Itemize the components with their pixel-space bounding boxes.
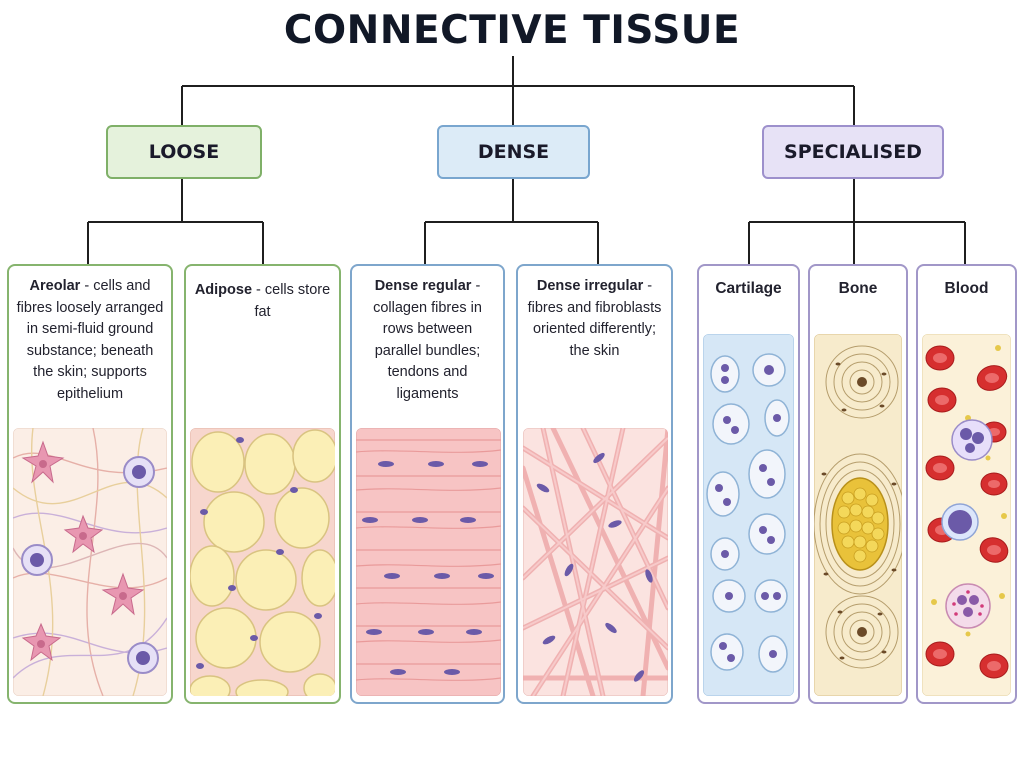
bone-illustration bbox=[814, 334, 902, 696]
blood-name: Blood bbox=[944, 280, 989, 297]
cartilage-name: Cartilage bbox=[715, 280, 782, 297]
blood-illustration bbox=[922, 334, 1011, 696]
category-loose: LOOSE bbox=[106, 125, 262, 179]
areolar-illustration bbox=[13, 428, 167, 696]
dense-branch bbox=[424, 179, 599, 264]
category-dense: DENSE bbox=[437, 125, 590, 179]
cartilage-illustration bbox=[703, 334, 794, 696]
dense-irregular-text: - fibres and fibroblasts oriented differ… bbox=[527, 278, 662, 359]
card-adipose: Adipose - cells store fat bbox=[184, 264, 341, 704]
dense-irregular-illustration bbox=[523, 428, 668, 696]
card-dense-regular: Dense regular - collagen fibres in rows … bbox=[350, 264, 505, 704]
card-cartilage: Cartilage bbox=[697, 264, 800, 704]
adipose-description: Adipose - cells store fat bbox=[192, 280, 333, 323]
card-dense-irregular: Dense irregular - fibres and fibroblasts… bbox=[516, 264, 673, 704]
loose-branch bbox=[87, 179, 264, 264]
adipose-name: Adipose bbox=[194, 282, 253, 298]
dense-irregular-description: Dense irregular - fibres and fibroblasts… bbox=[524, 276, 665, 362]
dense-regular-description: Dense regular - collagen fibres in rows … bbox=[358, 276, 497, 405]
adipose-illustration bbox=[190, 428, 335, 696]
adipose-text: - cells store fat bbox=[252, 282, 331, 320]
diagram-title: CONNECTIVE TISSUE bbox=[283, 8, 741, 53]
card-blood: Blood bbox=[916, 264, 1017, 704]
dense-regular-illustration bbox=[356, 428, 501, 696]
category-specialised: SPECIALISED bbox=[762, 125, 944, 179]
areolar-description: Areolar - cells and fibres loosely arran… bbox=[15, 276, 165, 405]
dense-irregular-name: Dense irregular bbox=[536, 278, 644, 294]
areolar-text: - cells and fibres loosely arranged in s… bbox=[16, 278, 164, 402]
specialised-branch bbox=[748, 179, 966, 264]
dense-regular-text: - collagen fibres in rows between parall… bbox=[373, 278, 482, 402]
areolar-name: Areolar bbox=[29, 278, 81, 294]
dense-regular-name: Dense regular bbox=[374, 278, 472, 294]
card-areolar: Areolar - cells and fibres loosely arran… bbox=[7, 264, 173, 704]
card-bone: Bone bbox=[808, 264, 908, 704]
bone-name: Bone bbox=[838, 280, 878, 297]
